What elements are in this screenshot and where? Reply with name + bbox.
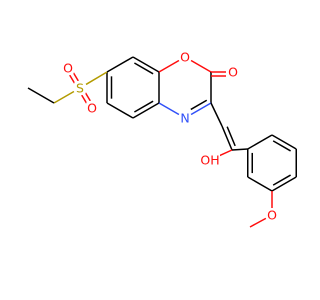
bond <box>158 102 180 116</box>
bond <box>72 72 79 82</box>
bond <box>231 148 248 151</box>
atom-background <box>227 65 239 79</box>
bond <box>84 92 91 102</box>
bond <box>272 140 291 152</box>
atom-background <box>74 81 86 95</box>
atom-label-oh: OH <box>200 153 219 168</box>
bond <box>272 174 291 186</box>
bond <box>132 102 160 119</box>
atom-label-s: S <box>76 81 84 96</box>
bond <box>221 125 233 151</box>
bond <box>271 176 297 192</box>
bond <box>27 87 55 104</box>
bond <box>106 102 134 119</box>
atom-background <box>179 111 191 125</box>
bond <box>132 56 160 73</box>
bond <box>190 59 212 73</box>
atom-background <box>266 208 278 222</box>
bond <box>158 59 180 73</box>
atom-background <box>200 153 220 167</box>
bond <box>247 176 273 192</box>
bond <box>247 134 273 150</box>
bond <box>106 56 134 73</box>
bond <box>53 90 75 104</box>
bond <box>218 149 233 157</box>
atom-label-o5: O <box>267 208 277 223</box>
bond <box>190 99 208 111</box>
atom-label-o2: O <box>228 65 238 80</box>
bond <box>226 126 236 147</box>
atom-label-n: N <box>180 111 189 126</box>
atom-label-o4: O <box>87 101 97 116</box>
atom-label-o3: O <box>63 61 73 76</box>
bond <box>134 62 154 75</box>
bond <box>271 134 297 150</box>
bond <box>69 74 76 84</box>
bond <box>249 217 267 228</box>
bond <box>134 100 154 113</box>
bond <box>210 102 223 127</box>
bond <box>81 94 88 104</box>
atom-label-o1: O <box>180 50 190 65</box>
atom-background <box>86 101 98 115</box>
atom-background <box>179 50 191 64</box>
bond <box>85 71 108 86</box>
atom-background <box>62 61 74 75</box>
bond <box>190 102 212 116</box>
